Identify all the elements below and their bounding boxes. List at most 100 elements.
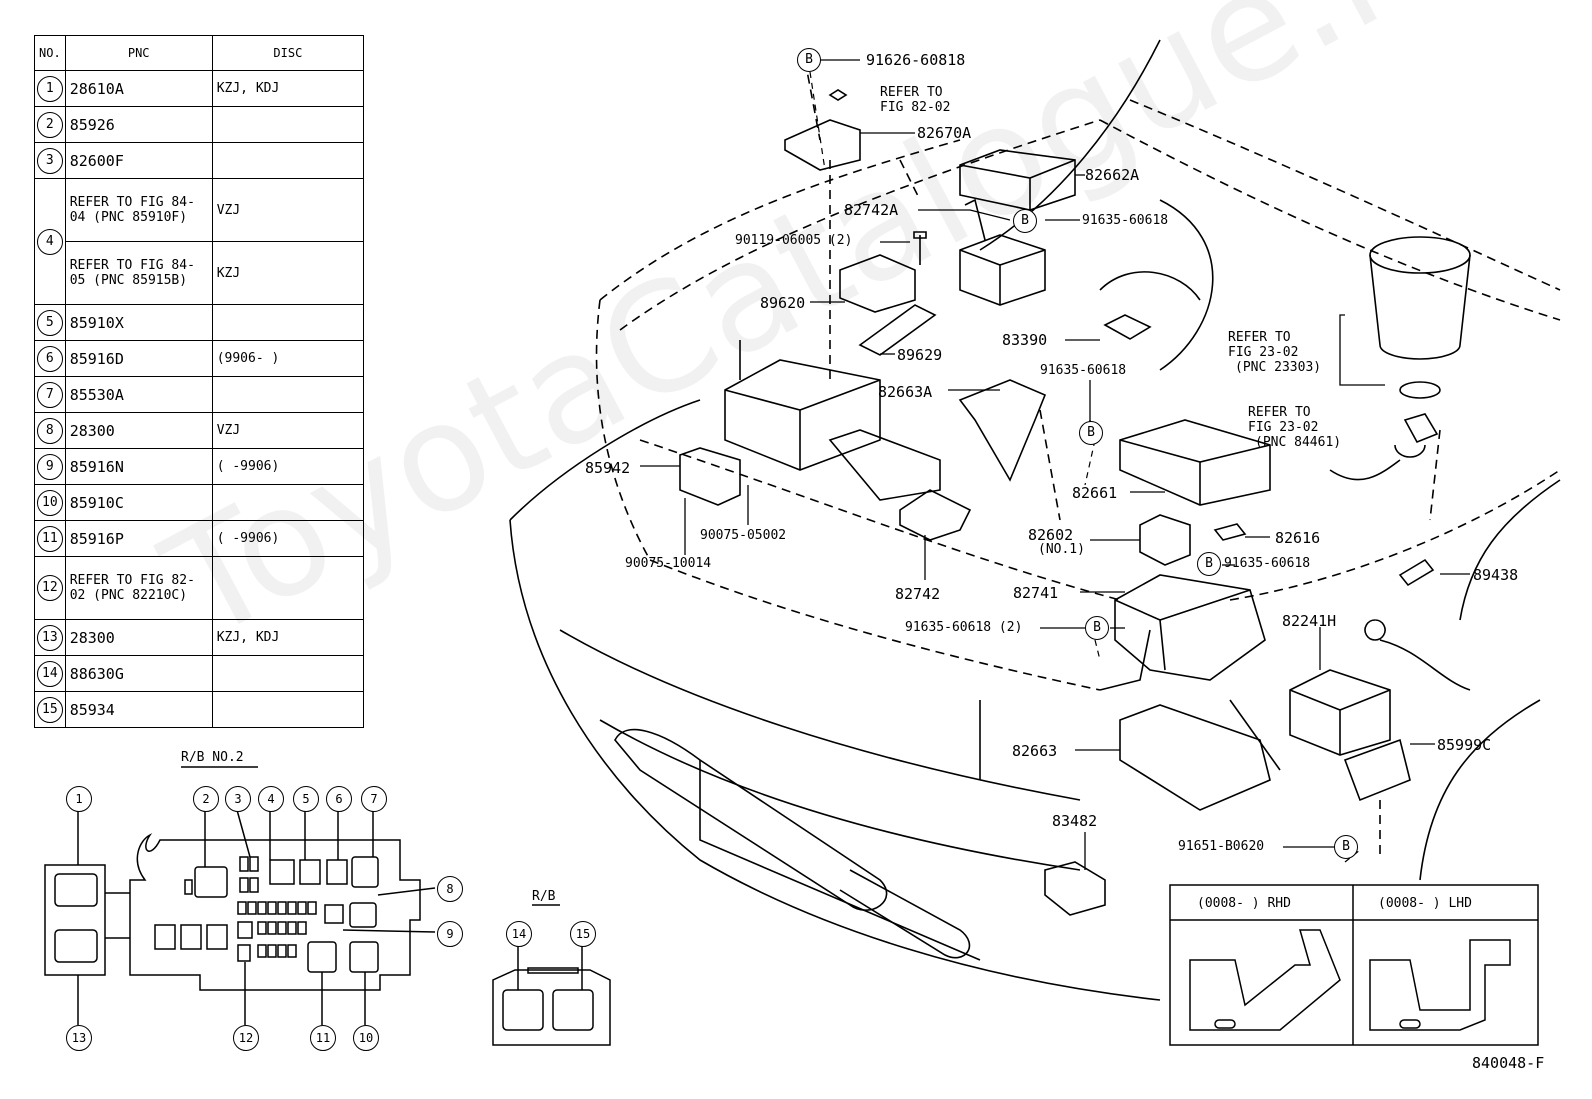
- row-pnc: 28300: [64, 412, 213, 449]
- bolt-marker: B: [1085, 616, 1109, 640]
- bolt-marker: B: [1197, 552, 1221, 576]
- row-disc: KZJ: [211, 241, 365, 305]
- rb-callout-7: 7: [361, 786, 387, 812]
- part-label: 82742A: [844, 201, 899, 219]
- part-label: 82241H: [1282, 612, 1337, 630]
- part-label: 91626-60818: [866, 51, 966, 69]
- row-disc: VZJ: [211, 412, 365, 449]
- row-pnc: 85916N: [64, 448, 213, 485]
- part-label: 91635-60618: [1040, 363, 1127, 378]
- row-number: 9: [36, 453, 63, 480]
- part-label: 82616: [1275, 529, 1321, 547]
- row-disc: VZJ: [211, 178, 365, 242]
- rb-callout-15: 15: [570, 921, 596, 947]
- row-number: 13: [36, 624, 63, 651]
- bolt-marker: B: [797, 48, 821, 72]
- row-pnc: REFER TO FIG 82-02 (PNC 82210C): [64, 556, 213, 620]
- rb-callout-5: 5: [293, 786, 319, 812]
- part-label: 85942: [585, 459, 631, 477]
- rb-callout-10: 10: [353, 1025, 379, 1051]
- part-label: 90075-05002: [700, 528, 787, 543]
- row-disc: [211, 556, 365, 620]
- part-label: 82663A: [878, 383, 933, 401]
- rb-callout-3: 3: [225, 786, 251, 812]
- part-label: 91635-60618: [1224, 556, 1311, 571]
- part-note: FIG 23-02: [1228, 345, 1299, 360]
- row-disc: [211, 655, 365, 692]
- row-number: 4: [36, 228, 63, 255]
- row-disc: (9906- ): [211, 340, 365, 377]
- part-note: REFER TO: [880, 85, 943, 100]
- part-note: (PNC 23303): [1235, 360, 1322, 375]
- row-disc: [211, 106, 365, 143]
- part-label: 91635-60618 (2): [905, 620, 1023, 635]
- inset-lhd-title: (0008- ) LHD: [1378, 896, 1472, 911]
- bolt-marker: B: [1013, 209, 1037, 233]
- row-number: 7: [36, 381, 63, 408]
- rb-layout: [492, 904, 611, 1046]
- part-label: 85999C: [1437, 736, 1492, 754]
- part-note: REFER TO: [1248, 405, 1311, 420]
- header-disc: DISC: [211, 35, 365, 71]
- header-pnc: PNC: [64, 35, 213, 71]
- header-no: NO.: [34, 35, 66, 71]
- row-pnc: 85926: [64, 106, 213, 143]
- part-label: 83482: [1052, 812, 1098, 830]
- part-label: 82741: [1013, 584, 1059, 602]
- part-label: 82663: [1012, 742, 1058, 760]
- row-pnc: 88630G: [64, 655, 213, 692]
- row-number: 6: [36, 345, 63, 372]
- inset-rhd-title: (0008- ) RHD: [1197, 896, 1291, 911]
- rb-no2-layout: [44, 766, 436, 1025]
- part-label: 89629: [897, 346, 943, 364]
- vehicle-outline: [595, 59, 1561, 860]
- rb-callout-14: 14: [506, 921, 532, 947]
- table-row: REFER TO FIG 84-05 (PNC 85915B)KZJ: [35, 241, 365, 305]
- rb-callout-1: 1: [66, 786, 92, 812]
- row-disc: [211, 304, 365, 341]
- body-panels: [509, 39, 1561, 1001]
- table-header: NO. PNC DISC: [34, 35, 365, 71]
- rb-title: R/B: [532, 889, 556, 904]
- rb-callout-13: 13: [66, 1025, 92, 1051]
- rb-callout-6: 6: [326, 786, 352, 812]
- row-pnc: 85530A: [64, 376, 213, 413]
- rb-callout-9: 9: [437, 921, 463, 947]
- part-label: 82742: [895, 585, 941, 603]
- row-number: 12: [36, 575, 63, 601]
- row-number: 5: [36, 309, 63, 336]
- leader-lines: [640, 59, 1470, 870]
- row-number: 2: [36, 111, 63, 138]
- row-disc: KZJ, KDJ: [211, 70, 365, 107]
- part-note: FIG 23-02: [1248, 420, 1319, 435]
- part-note: (NO.1): [1038, 542, 1085, 557]
- row-disc: [211, 142, 365, 179]
- row-number: 14: [36, 660, 63, 687]
- bolt-marker: B: [1334, 835, 1358, 859]
- part-note: (PNC 84461): [1255, 435, 1342, 450]
- rb-callout-12: 12: [233, 1025, 259, 1051]
- part-label: 89620: [760, 294, 806, 312]
- part-label: 82661: [1072, 484, 1118, 502]
- row-disc: ( -9906): [211, 448, 365, 485]
- part-note: REFER TO: [1228, 330, 1291, 345]
- part-label: 89438: [1473, 566, 1519, 584]
- row-pnc: REFER TO FIG 84-04 (PNC 85910F): [64, 178, 213, 242]
- row-pnc: 85916P: [64, 520, 213, 557]
- figure-id: 840048-F: [1472, 1054, 1545, 1072]
- row-pnc: 85934: [64, 691, 213, 728]
- row-disc: ( -9906): [211, 520, 365, 557]
- rb-callout-11: 11: [310, 1025, 336, 1051]
